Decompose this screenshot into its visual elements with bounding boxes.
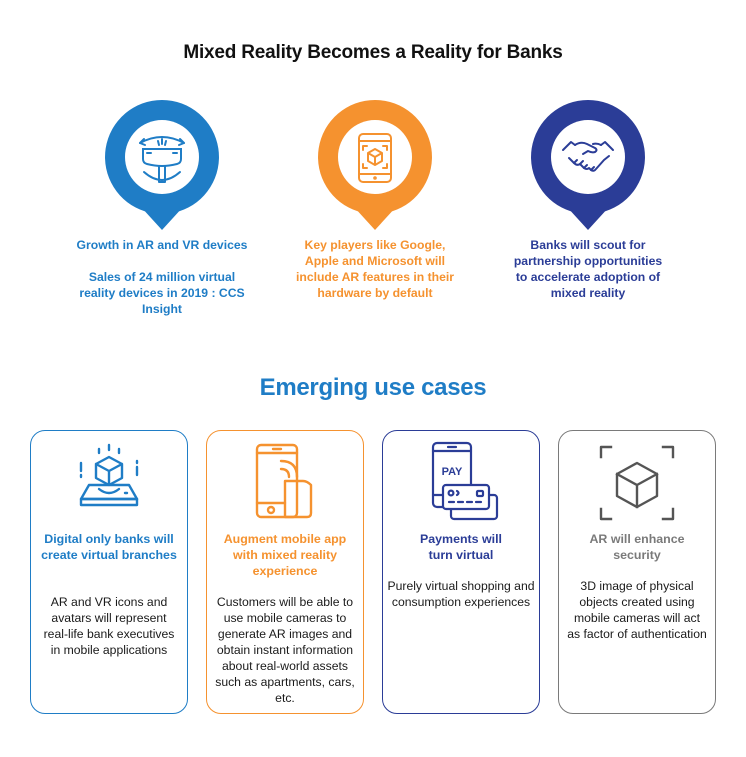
use-case-description: Customers will be able to use mobile cam… xyxy=(215,595,355,705)
use-case-card-mobile-app: Augment mobile app with mixed reality ex… xyxy=(206,430,364,714)
trend-stat: Sales of 24 million virtual reality devi… xyxy=(79,270,245,316)
trend-headline: Key players like Google, Apple and Micro… xyxy=(295,238,454,300)
use-case-description: Purely virtual shopping and consumption … xyxy=(387,579,535,609)
handshake-icon xyxy=(562,141,614,172)
trend-pin-key-players xyxy=(316,98,434,232)
use-case-heading: AR will enhance security xyxy=(589,532,685,562)
use-case-card-payments: PAY Payments will turn virtual Purely vi… xyxy=(382,430,540,714)
trend-text-ar-vr: Growth in AR and VR devices Sales of 24 … xyxy=(52,237,272,317)
vr-headset-icon xyxy=(139,136,185,183)
trend-headline: Banks will scout for partnership opportu… xyxy=(513,238,663,300)
trend-headline: Growth in AR and VR devices xyxy=(76,238,248,252)
use-case-card-virtual-branches: Digital only banks will create virtual b… xyxy=(30,430,188,714)
trend-text-partnerships: Banks will scout for partnership opportu… xyxy=(478,237,698,301)
phone-ar-cube-icon xyxy=(358,133,392,183)
trend-text-key-players: Key players like Google, Apple and Micro… xyxy=(265,237,485,301)
use-case-heading: Payments will turn virtual xyxy=(420,532,502,562)
use-case-heading: Digital only banks will create virtual b… xyxy=(41,532,177,562)
scan-cube-icon xyxy=(599,445,675,521)
pay-label: PAY xyxy=(442,466,463,478)
use-case-card-security: AR will enhance security 3D image of phy… xyxy=(558,430,716,714)
page-title: Mixed Reality Becomes a Reality for Bank… xyxy=(183,42,563,63)
use-case-heading: Augment mobile app with mixed reality ex… xyxy=(223,532,347,578)
mobile-wireless-icon xyxy=(255,443,313,519)
trend-pin-partnerships xyxy=(529,98,647,232)
use-case-description: 3D image of physical objects created usi… xyxy=(567,579,707,641)
hologram-cube-phone-icon xyxy=(79,443,139,507)
pay-phone-cards-icon: PAY xyxy=(431,441,499,521)
section-title: Emerging use cases xyxy=(259,374,487,401)
use-case-description: AR and VR icons and avatars will represe… xyxy=(43,595,175,657)
trend-pin-ar-vr xyxy=(103,98,221,232)
